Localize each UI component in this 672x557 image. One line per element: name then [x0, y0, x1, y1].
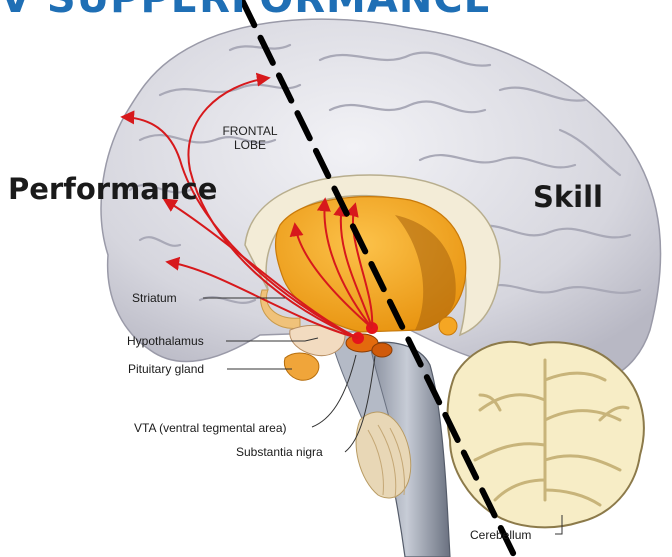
skill-heading: Skill	[533, 180, 603, 214]
substantia-nigra-region	[372, 343, 392, 357]
frontal-lobe-label: FRONTAL LOBE	[214, 124, 286, 152]
label-vta: VTA (ventral tegmental area)	[134, 421, 287, 435]
frontal-lobe-line-1: FRONTAL	[214, 124, 286, 138]
label-hypothalamus: Hypothalamus	[127, 334, 204, 348]
pituitary-gland	[284, 353, 319, 380]
label-striatum: Striatum	[132, 291, 177, 305]
label-cerebellum: Cerebellum	[470, 528, 531, 542]
page-title: V SUPPERFORMANCE	[0, 0, 420, 22]
frontal-lobe-line-2: LOBE	[214, 138, 286, 152]
label-substantia-nigra: Substantia nigra	[236, 445, 323, 459]
label-pituitary-gland: Pituitary gland	[128, 362, 204, 376]
performance-heading: Performance	[8, 172, 217, 206]
pineal-body	[439, 317, 457, 335]
